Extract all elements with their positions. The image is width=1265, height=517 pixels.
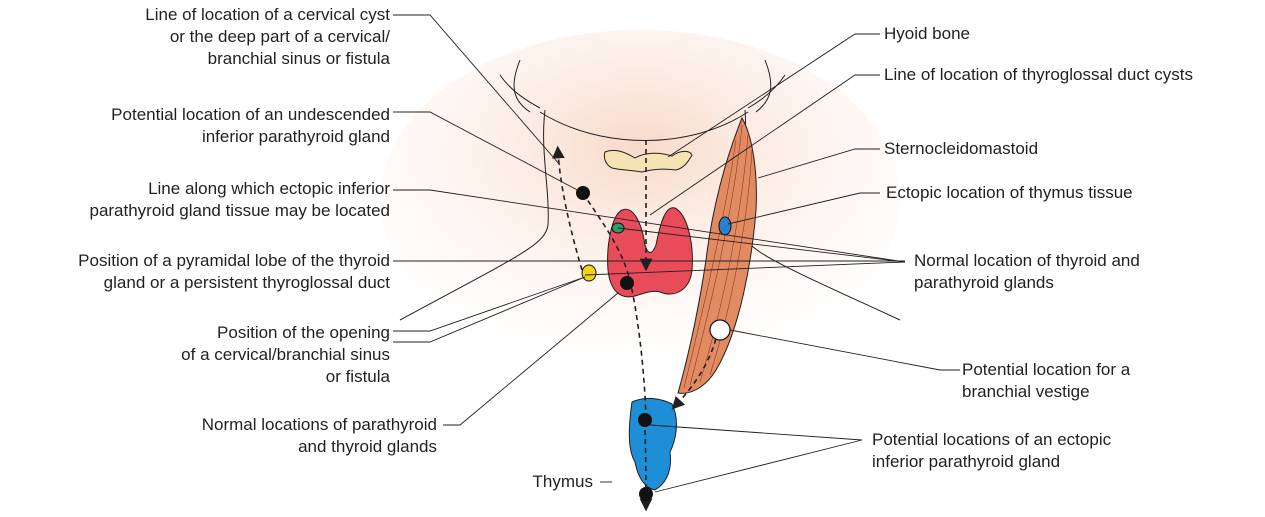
label-thymus: Thymus <box>533 471 593 493</box>
thymus-gland <box>629 398 676 490</box>
label-cervical-cyst: Line of location of a cervical cyst or t… <box>145 4 390 70</box>
label-ectopic-line: Line along which ectopic inferior parath… <box>89 178 390 222</box>
label-normal-location-right: Normal location of thyroid and parathyro… <box>914 250 1140 294</box>
label-ectopic-thymus: Ectopic location of thymus tissue <box>886 182 1133 204</box>
label-sternocleidomastoid: Sternocleidomastoid <box>884 138 1038 160</box>
label-normal-locations-left: Normal locations of parathyroid and thyr… <box>202 414 437 458</box>
label-pyramidal-lobe: Position of a pyramidal lobe of the thyr… <box>78 250 390 294</box>
label-hyoid: Hyoid bone <box>884 23 970 45</box>
label-undescended-parathyroid: Potential location of an undescended inf… <box>111 104 390 148</box>
thymus-parathyroid-dot <box>638 413 652 427</box>
hyoid-bone <box>604 150 692 172</box>
label-branchial-vestige: Potential location for a branchial vesti… <box>962 359 1130 403</box>
branchial-vestige-dot <box>710 320 730 340</box>
ectopic-thymus-dot <box>719 217 731 235</box>
lower-parathyroid-dot <box>639 487 653 501</box>
label-thyroglossal-line: Line of location of thyroglossal duct cy… <box>884 64 1193 86</box>
label-ectopic-parathyroid: Potential locations of an ectopic inferi… <box>872 429 1111 473</box>
normal-parathyroid-dot <box>620 276 634 290</box>
skin-shading <box>380 30 900 370</box>
yellow-pyramidal-dot <box>582 265 596 281</box>
label-sinus-opening: Position of the opening of a cervical/br… <box>181 322 390 388</box>
